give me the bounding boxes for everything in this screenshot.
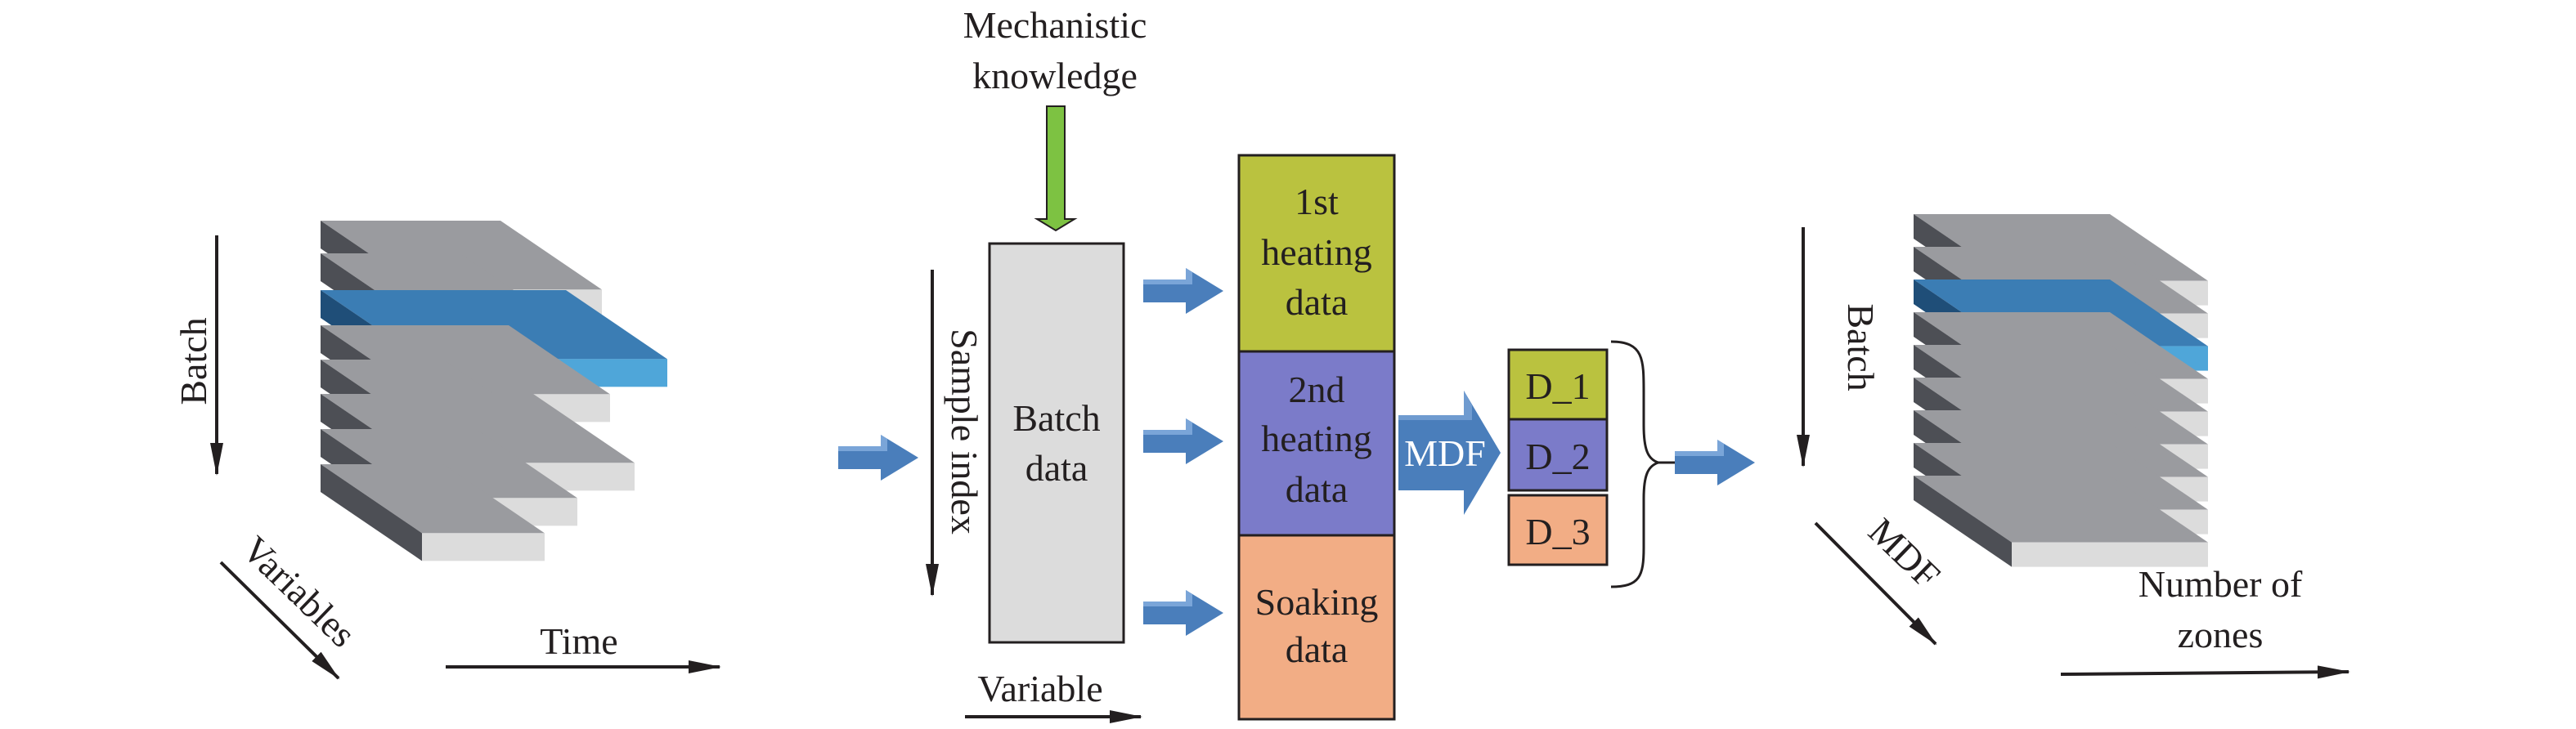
mechanistic-knowledge-line1: Mechanistic	[963, 4, 1147, 46]
d-group-brace	[1610, 340, 1663, 588]
zones-label-line2: zones	[2178, 614, 2264, 655]
d3-label: D_3	[1525, 511, 1590, 552]
flow-arrow-heating2	[1143, 418, 1223, 464]
variables-axis-label: Variables	[234, 528, 364, 655]
heating2-block	[1237, 350, 1396, 537]
zones-axis-arrow	[2060, 665, 2350, 679]
sample-index-label: Sample index	[944, 329, 985, 534]
heating2-line1: 2nd	[1289, 369, 1345, 410]
d2-box	[1507, 418, 1609, 492]
flow-arrow-to-result	[1675, 440, 1755, 485]
heating2-line2: heating	[1261, 418, 1371, 459]
batch-data-line2: data	[1025, 447, 1088, 489]
heating2-line3: data	[1286, 468, 1349, 510]
d1-label: D_1	[1525, 365, 1590, 407]
time-axis-label: Time	[540, 620, 617, 662]
flow-arrow-1	[838, 435, 918, 481]
mdf-axis-arrow	[1814, 521, 1937, 646]
mdf-arrow-label: MDF	[1404, 432, 1486, 474]
variables-axis-arrow	[219, 561, 340, 680]
knowledge-down-arrow	[1034, 105, 1078, 232]
batch-data-line1: Batch	[1012, 397, 1100, 439]
variable-axis-label: Variable	[977, 668, 1102, 709]
soaking-line2: data	[1286, 628, 1349, 670]
batch-axis-label: Batch	[173, 317, 214, 405]
soaking-block	[1237, 534, 1396, 721]
d2-label: D_2	[1525, 436, 1590, 477]
mdf-arrow	[1398, 391, 1501, 515]
heating1-block	[1237, 154, 1396, 353]
d3-box	[1507, 494, 1609, 566]
heating1-line3: data	[1286, 281, 1349, 323]
batch-data-block	[988, 242, 1125, 644]
right-batch-axis-label: Batch	[1840, 303, 1882, 391]
heating1-line1: 1st	[1295, 181, 1339, 222]
flow-arrow-soaking	[1143, 590, 1223, 636]
d1-box	[1507, 348, 1609, 421]
mechanistic-knowledge-line2: knowledge	[972, 55, 1138, 96]
left-3d-data-stack	[321, 221, 667, 561]
zones-label-line1: Number of	[2138, 563, 2303, 605]
soaking-line1: Soaking	[1255, 581, 1379, 623]
right-3d-result-stack	[1914, 214, 2208, 567]
heating1-line2: heating	[1261, 231, 1371, 273]
flow-arrow-heating1	[1143, 268, 1223, 314]
